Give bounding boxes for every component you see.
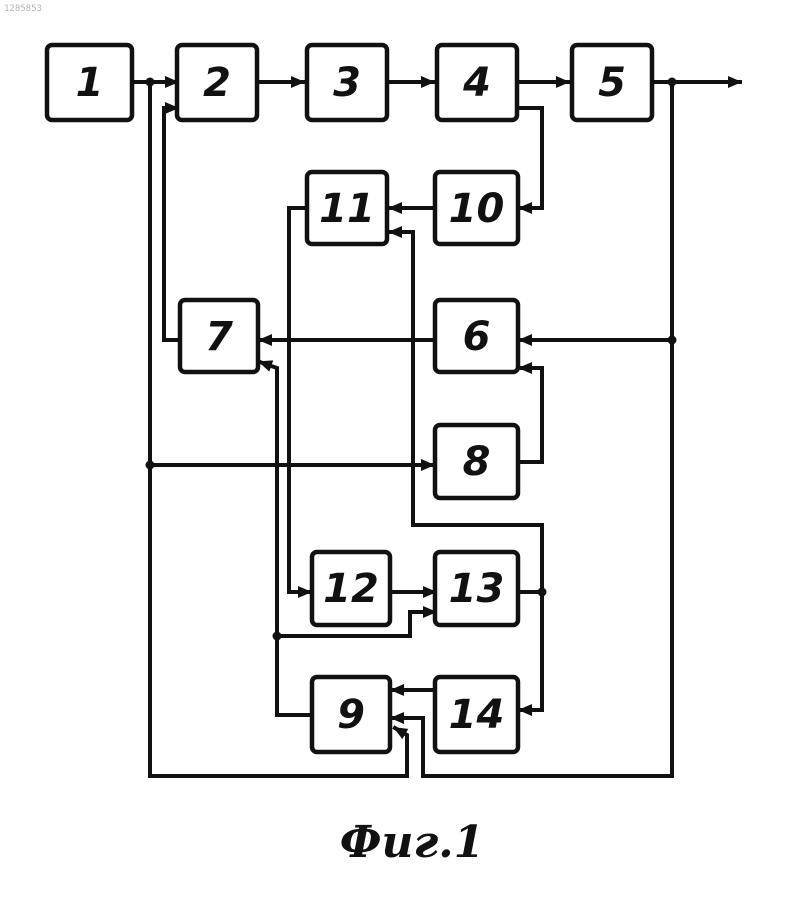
wire-7-to-2 bbox=[164, 108, 180, 340]
block-label: 13 bbox=[449, 566, 505, 612]
block-label: 14 bbox=[449, 692, 505, 738]
block-label: 8 bbox=[463, 439, 491, 485]
block-4: 4 bbox=[437, 45, 517, 120]
block-11: 11 bbox=[307, 172, 387, 244]
junction-dot bbox=[273, 632, 282, 641]
block-7: 7 bbox=[180, 300, 258, 372]
block-6: 6 bbox=[435, 300, 518, 372]
junction-dot bbox=[668, 78, 677, 87]
corner-mark: 1285853 bbox=[4, 4, 42, 14]
block-10: 10 bbox=[435, 172, 518, 244]
wire-8-to-6 bbox=[517, 368, 542, 462]
junction-dot bbox=[146, 78, 155, 87]
block-label: 5 bbox=[598, 60, 626, 106]
block-label: 1 bbox=[76, 60, 104, 106]
wire-13-to-14 bbox=[520, 592, 542, 710]
block-1: 1 bbox=[47, 45, 132, 120]
block-8: 8 bbox=[435, 425, 518, 498]
junction-dot bbox=[668, 336, 677, 345]
wire-9-to-7 bbox=[260, 362, 312, 715]
block-13: 13 bbox=[435, 552, 518, 625]
block-12: 12 bbox=[312, 552, 390, 625]
block-label: 11 bbox=[319, 186, 375, 232]
blocks: 1 2 3 4 5 10 11 7 bbox=[47, 45, 652, 752]
block-label: 10 bbox=[449, 186, 505, 232]
block-9: 9 bbox=[312, 677, 390, 752]
block-2: 2 bbox=[177, 45, 257, 120]
junction-dot bbox=[146, 461, 155, 470]
wire-4-to-10 bbox=[517, 108, 542, 208]
block-3: 3 bbox=[307, 45, 387, 120]
junction-dot bbox=[538, 588, 547, 597]
block-14: 14 bbox=[435, 677, 518, 752]
block-label: 3 bbox=[333, 60, 361, 106]
block-label: 6 bbox=[463, 314, 491, 360]
block-label: 7 bbox=[205, 314, 233, 360]
block-5: 5 bbox=[572, 45, 652, 120]
figure-caption: Фиг.1 bbox=[340, 817, 484, 868]
wire-13-to-11 bbox=[390, 232, 542, 592]
block-label: 9 bbox=[337, 692, 365, 738]
block-label: 12 bbox=[323, 566, 379, 612]
block-label: 4 bbox=[462, 60, 491, 106]
block-label: 2 bbox=[203, 60, 231, 106]
wire-11-to-12 bbox=[289, 208, 310, 592]
